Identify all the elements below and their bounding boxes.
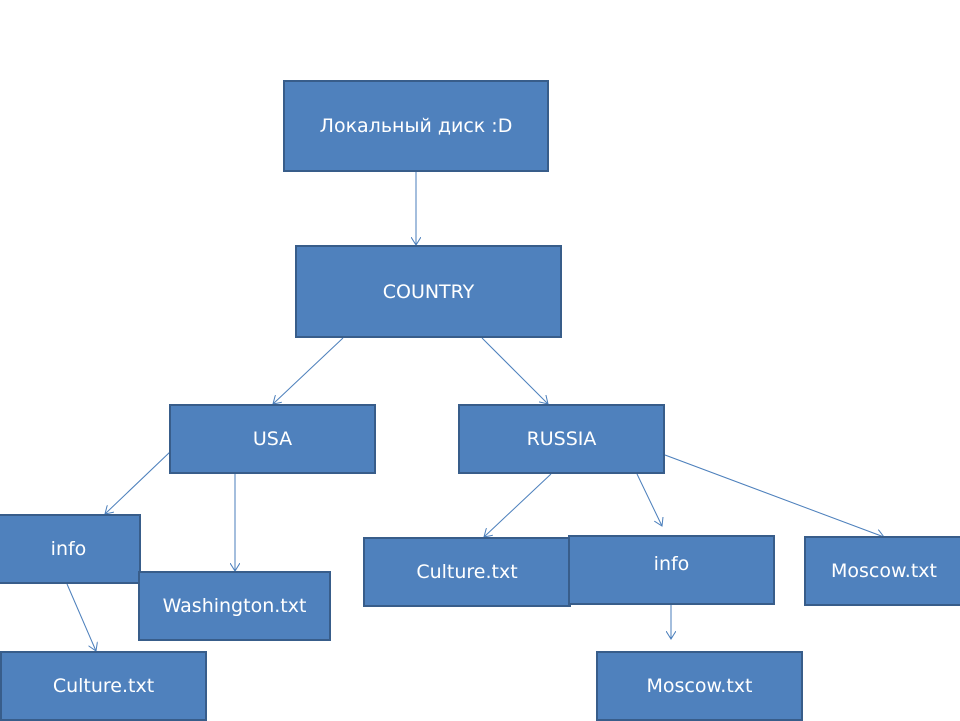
edge-russia-moscow (664, 454, 884, 537)
node-label: Culture.txt (416, 561, 518, 583)
node-info-moscow-txt[interactable]: Moscow.txt (596, 651, 803, 721)
node-usa-info[interactable]: info (0, 514, 141, 584)
node-label: COUNTRY (382, 280, 475, 303)
node-russia-culture-txt[interactable]: Culture.txt (363, 537, 571, 607)
node-usa[interactable]: USA (169, 404, 376, 474)
node-label: Washington.txt (162, 595, 307, 617)
edge-usa-info (105, 450, 172, 514)
node-label: Moscow.txt (831, 560, 937, 582)
node-usa-culture-txt[interactable]: Culture.txt (0, 651, 207, 721)
node-label: RUSSIA (526, 428, 597, 450)
node-label: info (50, 538, 87, 560)
node-label: Локальный диск :D (319, 115, 513, 137)
edge-country-usa (273, 337, 344, 404)
edge-country-russia (481, 337, 548, 404)
node-washington-txt[interactable]: Washington.txt (138, 571, 331, 641)
node-country[interactable]: COUNTRY (295, 245, 562, 338)
edge-info-culture (66, 583, 96, 651)
node-label: Culture.txt (52, 675, 155, 697)
node-label: Moscow.txt (646, 675, 753, 697)
edge-russia-culture (484, 473, 552, 537)
node-local-disk-d[interactable]: Локальный диск :D (283, 80, 549, 172)
node-label: USA (252, 428, 293, 450)
node-russia[interactable]: RUSSIA (458, 404, 665, 474)
node-russia-info[interactable]: info (568, 535, 775, 605)
node-label: info (653, 553, 690, 575)
node-russia-moscow-txt[interactable]: Moscow.txt (804, 536, 960, 606)
edge-russia-info (636, 473, 662, 526)
